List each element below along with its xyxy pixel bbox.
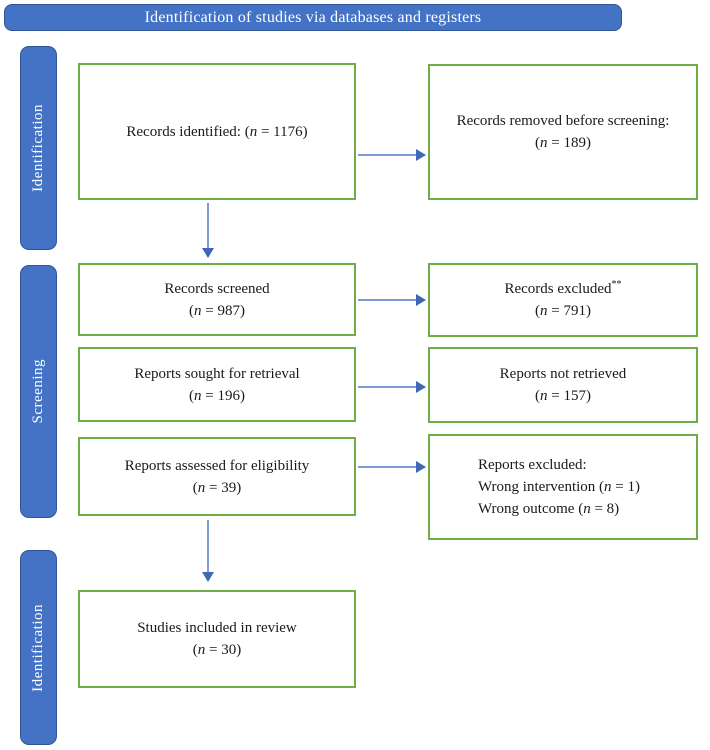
arrow-shaft [358,299,417,301]
sidebar-label-screening-text: Screening [30,359,46,424]
box-reports-assessed: Reports assessed for eligibility(n = 39) [78,437,356,516]
box-reports-excluded: Reports excluded:Wrong intervention (n =… [428,434,698,540]
sidebar-label-screening: Screening [20,265,57,518]
arrow-identified-to-screened [202,203,214,258]
arrow-head-down-icon [202,248,214,258]
sidebar-label-identification: Identification [20,46,57,250]
sidebar-label-identification-text: Identification [30,104,46,192]
section-banner-label: Identification of studies via databases … [144,8,482,26]
box-records-removed: Records removed before screening:(n = 18… [428,64,698,200]
box-records-excluded: Records excluded**(n = 791) [428,263,698,337]
sidebar-label-identification-bottom: Identification [20,550,57,745]
arrow-head-right-icon [416,461,426,473]
arrow-identified-to-removed [358,149,426,161]
arrow-shaft [207,520,209,573]
arrow-head-down-icon [202,572,214,582]
arrow-sought-to-not-retrieved [358,381,426,393]
arrow-head-right-icon [416,381,426,393]
arrow-head-right-icon [416,149,426,161]
arrow-shaft [358,386,417,388]
arrow-screened-to-excluded [358,294,426,306]
arrow-head-right-icon [416,294,426,306]
sidebar-label-identification-bottom-text: Identification [30,603,46,692]
arrow-assessed-to-included [202,520,214,582]
section-banner: Identification of studies via databases … [4,4,622,31]
box-records-screened: Records screened(n = 987) [78,263,356,336]
arrow-assessed-to-reports-excluded [358,461,426,473]
arrow-shaft [358,154,417,156]
box-reports-sought: Reports sought for retrieval(n = 196) [78,347,356,422]
box-reports-not-retrieved: Reports not retrieved(n = 157) [428,347,698,423]
arrow-shaft [358,466,417,468]
arrow-shaft [207,203,209,249]
box-studies-included: Studies included in review(n = 30) [78,590,356,688]
box-records-identified: Records identified: (n = 1176) [78,63,356,200]
